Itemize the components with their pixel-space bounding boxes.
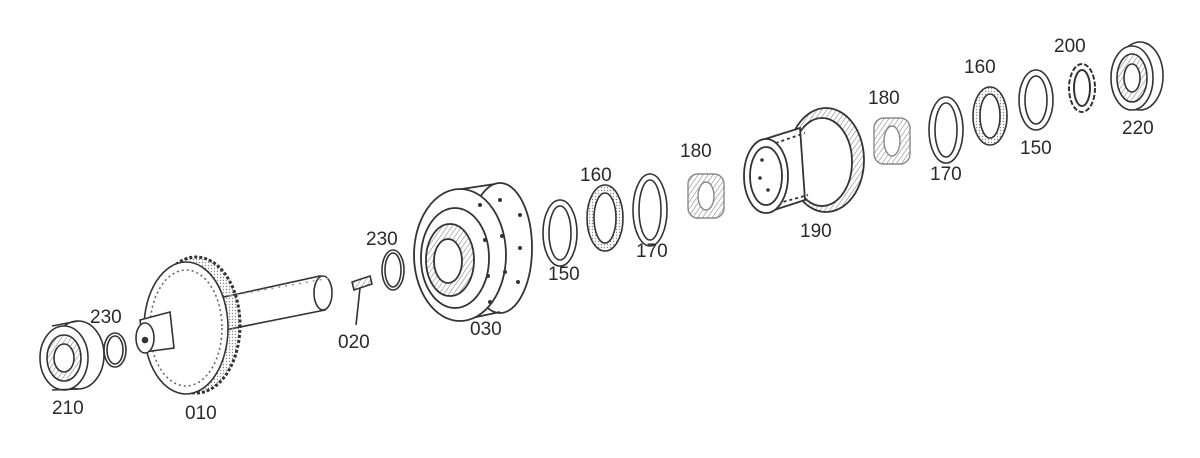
- callout-200: 200: [1054, 36, 1086, 57]
- part-180-needle-bearing-right: [874, 118, 910, 164]
- callout-180-left: 180: [680, 141, 712, 162]
- part-230-snap-ring-mid: [382, 250, 404, 290]
- callout-160-right: 160: [964, 57, 996, 78]
- part-170-disc-left: [633, 174, 667, 246]
- callout-150-left: 150: [548, 264, 580, 285]
- callout-160-left: 160: [580, 165, 612, 186]
- part-160-disc-right: [973, 87, 1007, 145]
- callout-230-left: 230: [90, 307, 122, 328]
- part-010-gear-shaft: [136, 257, 332, 394]
- callout-220: 220: [1122, 118, 1154, 139]
- part-030-clutch-drum: [414, 183, 532, 321]
- callout-150-right: 150: [1020, 138, 1052, 159]
- part-230-snap-ring-left: [104, 333, 126, 367]
- part-200-retaining-ring: [1069, 64, 1095, 112]
- part-210-bearing: [40, 321, 104, 390]
- callout-030: 030: [470, 319, 502, 340]
- part-180-needle-bearing-left: [688, 174, 724, 218]
- callout-170-right: 170: [930, 164, 962, 185]
- part-020-pin: [352, 276, 372, 325]
- part-160-disc-left: [587, 185, 623, 251]
- part-150-washer-right: [1019, 70, 1053, 130]
- callout-020: 020: [338, 332, 370, 353]
- callout-010: 010: [185, 403, 217, 424]
- callout-210: 210: [52, 398, 84, 419]
- part-170-disc-right: [929, 97, 963, 163]
- part-220-bearing: [1111, 42, 1163, 110]
- callout-180-right: 180: [868, 88, 900, 109]
- callout-170-left: 170: [636, 241, 668, 262]
- part-190-splined-gear: [744, 108, 864, 213]
- callout-230-mid: 230: [366, 229, 398, 250]
- part-150-washer-left: [543, 200, 577, 266]
- callout-labels: 210 230 010 020 230 030 150 160 170 180 …: [52, 36, 1154, 424]
- callout-190: 190: [800, 221, 832, 242]
